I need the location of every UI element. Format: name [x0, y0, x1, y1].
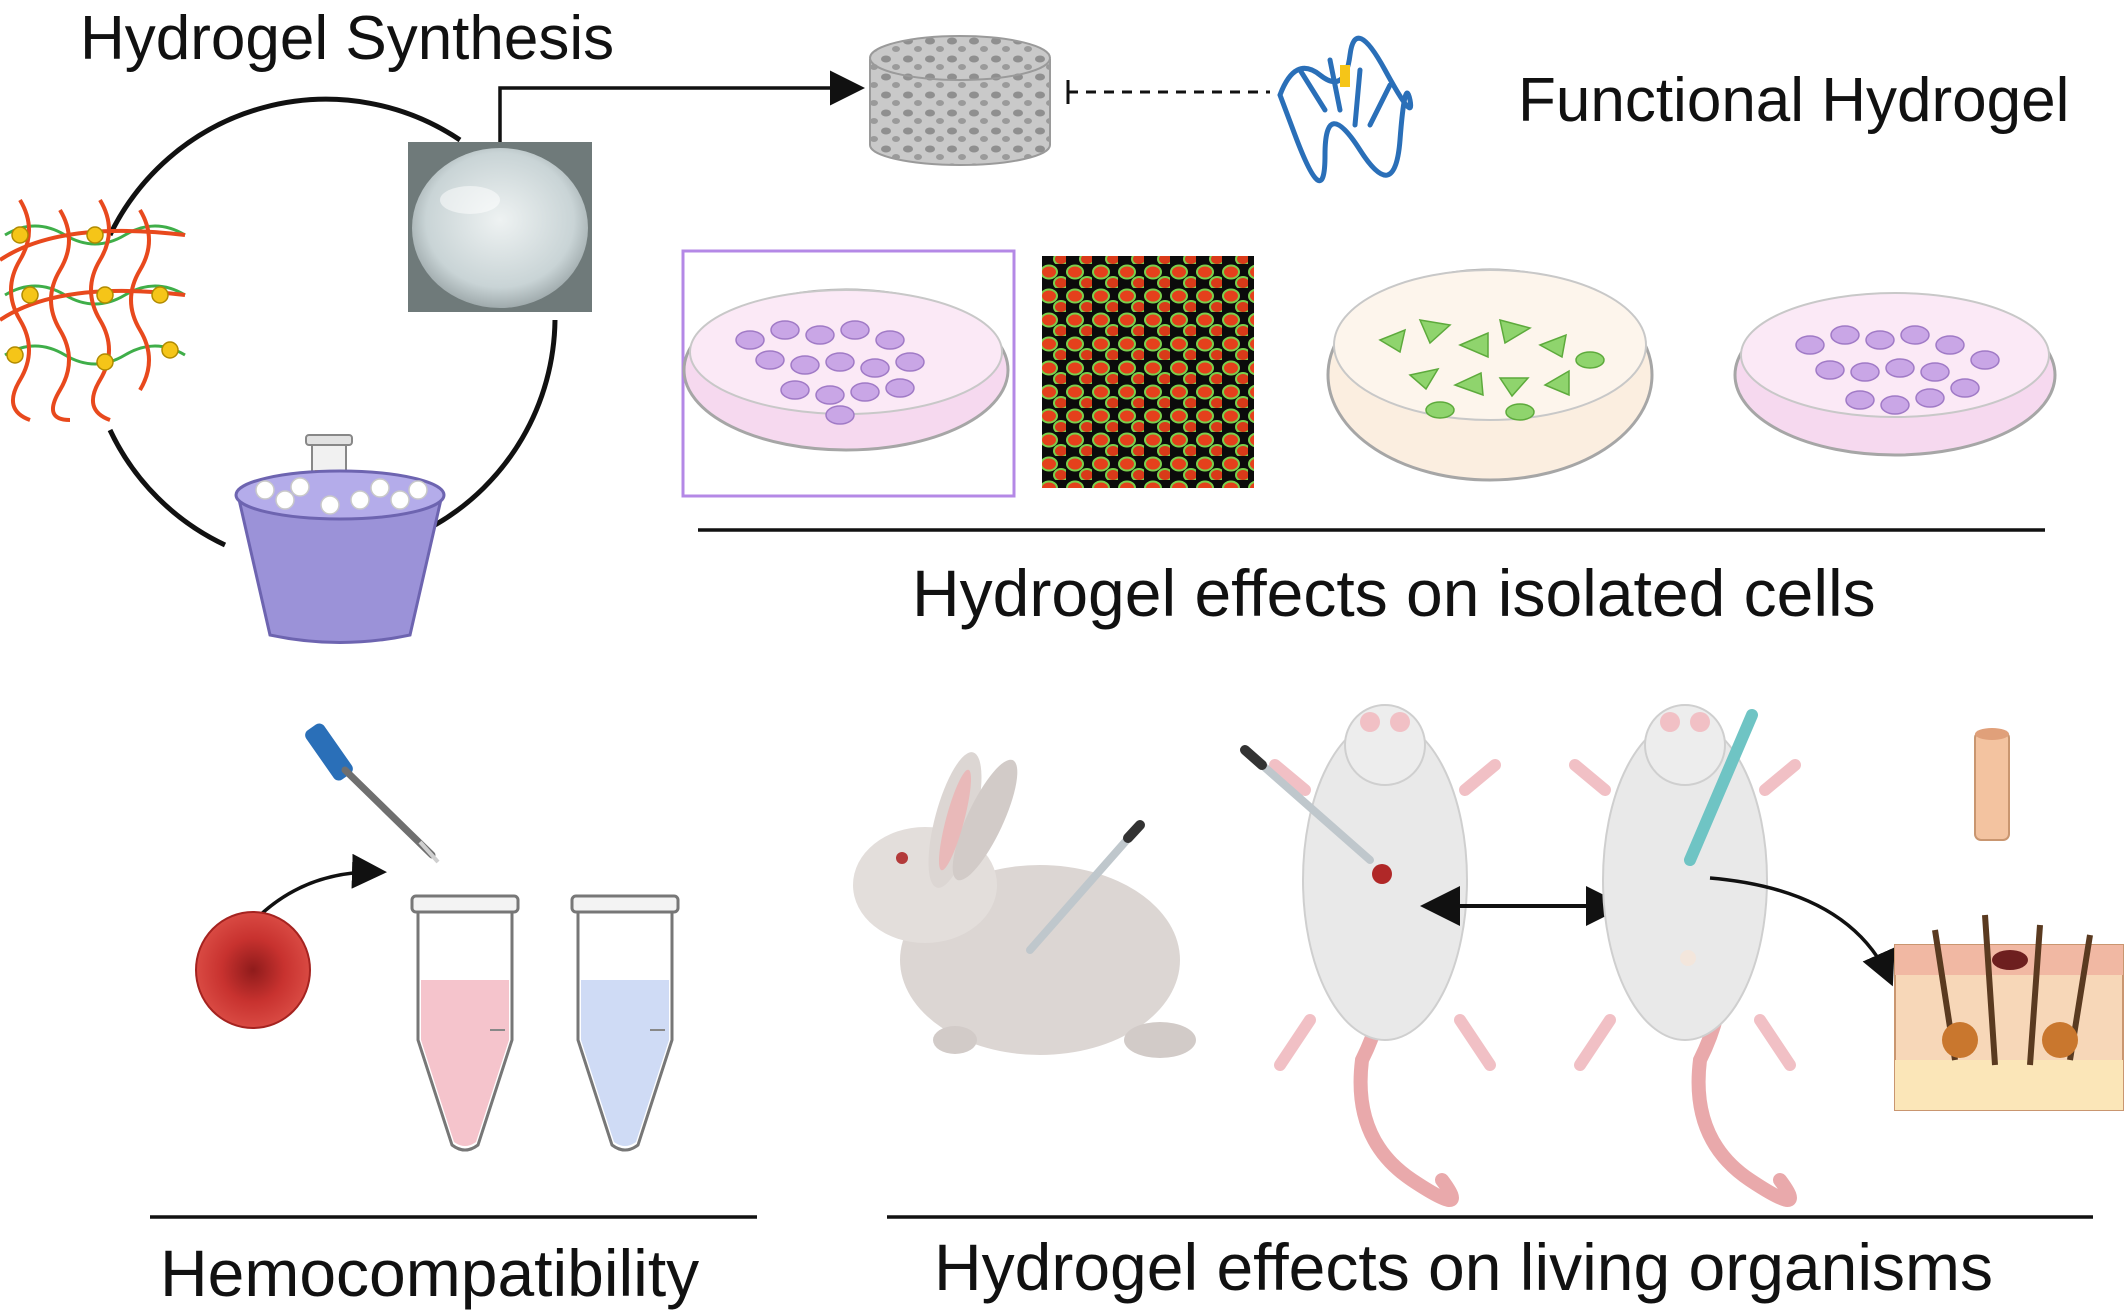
- ice-bucket-icon: [234, 434, 446, 644]
- pipette-icon: [1026, 820, 1145, 954]
- tissue-sample-icon: [1974, 728, 2010, 841]
- petri-dish-icon: [1326, 268, 1654, 482]
- hemocompatibility-caption: Hemocompatibility: [160, 1236, 700, 1310]
- synthesis-arrow: [498, 70, 865, 142]
- pipette-icon: [1240, 745, 1374, 864]
- fluorescence-micrograph-icon: [1042, 256, 1254, 488]
- hydrogel-synthesis-title: Hydrogel Synthesis: [80, 4, 615, 73]
- protein-structure-icon: [1277, 35, 1414, 184]
- rat-icon: [1269, 704, 1501, 1207]
- interaction-line: [1066, 80, 1270, 104]
- microtube-icon: [410, 894, 520, 1152]
- porous-scaffold-icon: [869, 35, 1051, 166]
- synthesis-cycle: [107, 96, 558, 548]
- rabbit-icon: [853, 752, 1196, 1058]
- petri-dish-icon: [681, 249, 1016, 498]
- pipette-icon: [1684, 709, 1758, 866]
- hydrogel-photo-icon: [408, 142, 592, 312]
- living-organisms-caption: Hydrogel effects on living organisms: [934, 1230, 1993, 1304]
- pipette-icon: [305, 723, 440, 864]
- skin-arrow: [1709, 876, 1895, 987]
- skin-cross-section-icon: [1894, 914, 2124, 1111]
- red-blood-cell-icon: [195, 911, 311, 1029]
- isolated-cells-caption: Hydrogel effects on isolated cells: [912, 556, 1876, 630]
- rbc-arrow: [253, 853, 387, 922]
- petri-dish-icon: [1733, 292, 2057, 457]
- polymer-network-icon: [0, 198, 186, 422]
- functional-hydrogel-title: Functional Hydrogel: [1518, 66, 2070, 135]
- microtube-icon: [570, 894, 680, 1152]
- rat-icon: [1569, 704, 1801, 1207]
